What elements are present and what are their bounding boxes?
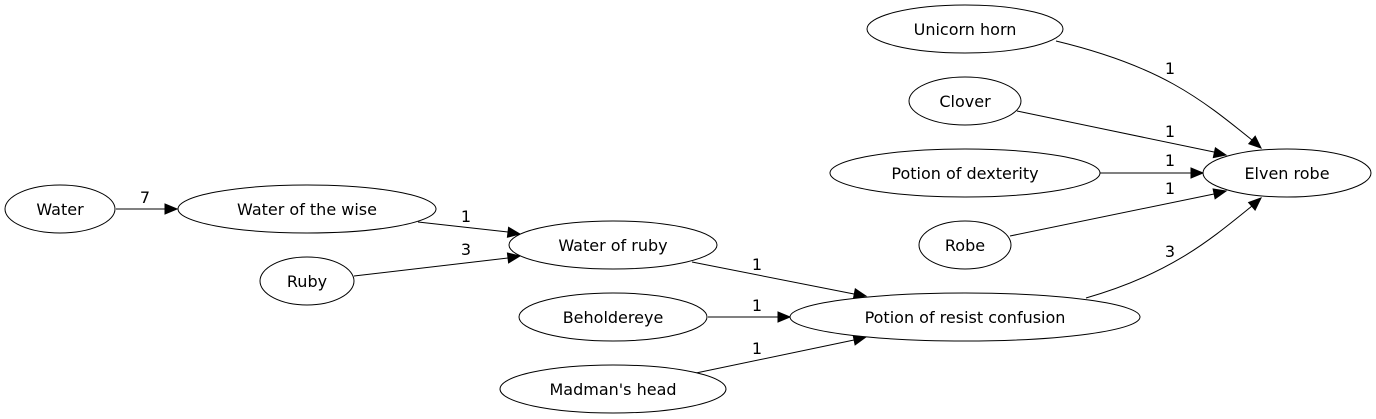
edge-unicorn-horn-elven-robe: 1 <box>1055 40 1262 149</box>
edge-label: 1 <box>1165 59 1175 78</box>
node-label: Beholdereye <box>563 308 664 327</box>
edge-clover-elven-robe: 1 <box>1016 110 1228 159</box>
edge-label: 1 <box>1165 151 1175 170</box>
node-label: Robe <box>945 236 985 255</box>
node-label: Water <box>36 200 84 219</box>
edge-water-of-the-wise-water-of-ruby: 1 <box>417 207 522 238</box>
node-label: Ruby <box>287 272 327 291</box>
edge-ruby-water-of-ruby: 3 <box>353 240 522 277</box>
edge-label: 7 <box>140 188 150 207</box>
node-robe: Robe <box>918 220 1012 270</box>
node-potion-of-resist-confusion: Potion of resist confusion <box>789 292 1141 342</box>
edge-potion-of-resist-confusion-elven-robe: 3 <box>1085 197 1262 299</box>
edge-label: 1 <box>1165 179 1175 198</box>
edge-robe-elven-robe: 1 <box>1009 179 1228 237</box>
node-potion-of-dexterity: Potion of dexterity <box>829 148 1101 198</box>
node-water-of-ruby: Water of ruby <box>508 220 718 270</box>
node-label: Clover <box>939 92 991 111</box>
nodes: Water Water of the wise Ruby Water of ru… <box>4 4 1372 414</box>
node-beholdereye: Beholdereye <box>518 292 708 342</box>
edge-label: 3 <box>1165 242 1175 261</box>
node-water-of-the-wise: Water of the wise <box>177 184 437 234</box>
edge-madmans-head-potion-of-resist-confusion: 1 <box>695 334 868 374</box>
node-ruby: Ruby <box>259 256 355 306</box>
node-label: Unicorn horn <box>914 20 1017 39</box>
node-label: Potion of dexterity <box>891 164 1038 183</box>
edge-beholdereye-potion-of-resist-confusion: 1 <box>708 296 792 323</box>
edge-label: 1 <box>461 207 471 226</box>
node-elven-robe: Elven robe <box>1202 148 1372 198</box>
edge-label: 1 <box>752 296 762 315</box>
node-label: Water of ruby <box>558 236 667 255</box>
node-unicorn-horn: Unicorn horn <box>866 4 1064 54</box>
node-madmans-head: Madman's head <box>499 364 727 414</box>
node-label: Madman's head <box>549 380 676 399</box>
edge-label: 1 <box>752 339 762 358</box>
edge-potion-of-dexterity-elven-robe: 1 <box>1100 151 1205 179</box>
edge-water-of-ruby-potion-of-resist-confusion: 1 <box>691 255 868 300</box>
edge-water-water-of-the-wise: 7 <box>116 188 179 215</box>
edge-label: 1 <box>752 255 762 274</box>
node-water: Water <box>4 184 116 234</box>
node-label: Potion of resist confusion <box>865 308 1066 327</box>
node-label: Water of the wise <box>237 200 377 219</box>
node-clover: Clover <box>908 76 1022 126</box>
edge-label: 3 <box>461 240 471 259</box>
edge-label: 1 <box>1165 122 1175 141</box>
edges: 7 1 3 1 1 1 1 <box>116 40 1262 374</box>
node-label: Elven robe <box>1244 164 1329 183</box>
